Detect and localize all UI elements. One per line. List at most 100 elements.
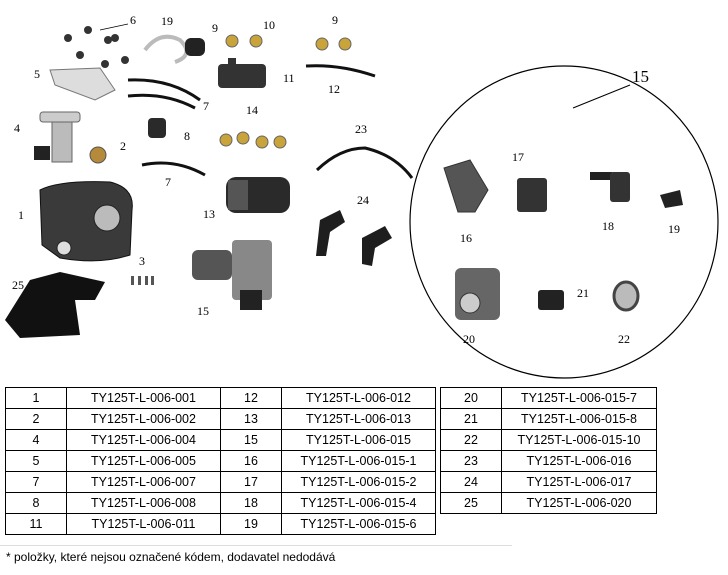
part-number: 18 xyxy=(220,492,282,514)
part-code: TY125T-L-006-015-2 xyxy=(281,471,436,493)
callout-21: 21 xyxy=(577,286,589,300)
valve-part-8 xyxy=(148,118,166,138)
part-number: 8 xyxy=(5,492,67,514)
part-code: TY125T-L-006-007 xyxy=(66,471,221,493)
callout-14: 14 xyxy=(246,103,258,117)
throttle-body-part-15 xyxy=(192,240,272,310)
part-number: 23 xyxy=(440,450,502,472)
callout-20: 20 xyxy=(463,332,475,346)
callout-7a: 7 xyxy=(203,99,209,113)
callout-13: 13 xyxy=(203,207,215,221)
callout-11: 11 xyxy=(283,71,295,85)
callout-25: 25 xyxy=(12,278,24,292)
part-number: 21 xyxy=(440,408,502,430)
filter-part-13 xyxy=(226,177,290,213)
intake-part-16 xyxy=(443,159,489,213)
part-number: 12 xyxy=(220,387,282,409)
part-code: TY125T-L-006-013 xyxy=(281,408,436,430)
callout-2: 2 xyxy=(120,139,126,153)
injector-part-18 xyxy=(590,172,630,202)
footnote: * položky, které nejsou označené kódem, … xyxy=(6,550,336,564)
callout-7b: 7 xyxy=(165,175,171,189)
callout-9a: 9 xyxy=(212,21,218,35)
callout-19a: 19 xyxy=(161,14,173,28)
part-code: TY125T-L-006-012 xyxy=(281,387,436,409)
footnote-divider xyxy=(0,545,512,546)
sensor-part-21 xyxy=(538,290,564,310)
part-code: TY125T-L-006-015 xyxy=(281,429,436,451)
connectors-part-24 xyxy=(316,210,392,266)
callout-17: 17 xyxy=(512,150,524,164)
part-number: 19 xyxy=(220,513,282,535)
part-number: 4 xyxy=(5,429,67,451)
part-code: TY125T-L-006-005 xyxy=(66,450,221,472)
throttle-part-20 xyxy=(455,268,500,320)
sensor-part-17 xyxy=(517,178,547,212)
callout-3: 3 xyxy=(139,254,145,268)
seal-part-19 xyxy=(660,190,683,208)
part-code: TY125T-L-006-017 xyxy=(501,471,657,493)
callout-16: 16 xyxy=(460,231,472,245)
clips-part-9-10 xyxy=(225,34,352,51)
callout-24: 24 xyxy=(357,193,369,207)
panel-part-25 xyxy=(5,272,105,338)
part-code: TY125T-L-006-011 xyxy=(66,513,221,535)
part-number: 1 xyxy=(5,387,67,409)
callout-15-detail: 15 xyxy=(632,67,649,86)
part-number: 2 xyxy=(5,408,67,430)
callout-15: 15 xyxy=(197,304,209,318)
fuel-cap-part-2 xyxy=(89,146,107,164)
callout-6: 6 xyxy=(130,13,136,27)
part-number: 25 xyxy=(440,492,502,514)
clips-part-14 xyxy=(219,131,287,149)
screws-part-3 xyxy=(131,276,154,285)
exploded-parts-diagram: 1 2 3 4 5 6 7 7 8 9 9 10 11 12 13 14 15 … xyxy=(5,13,719,379)
hose-part-23 xyxy=(315,146,414,179)
callout-10: 10 xyxy=(263,18,275,32)
callout-22: 22 xyxy=(618,332,630,346)
callout-23: 23 xyxy=(355,122,367,136)
part-number: 16 xyxy=(220,450,282,472)
part-number: 5 xyxy=(5,450,67,472)
part-number: 7 xyxy=(5,471,67,493)
callout-12: 12 xyxy=(328,82,340,96)
part-code: TY125T-L-006-015-4 xyxy=(281,492,436,514)
canister-part-11 xyxy=(218,58,266,88)
part-code: TY125T-L-006-008 xyxy=(66,492,221,514)
part-code: TY125T-L-006-015-1 xyxy=(281,450,436,472)
hose-part-19 xyxy=(143,34,189,64)
ring-part-22 xyxy=(612,280,640,312)
part-number: 24 xyxy=(440,471,502,493)
part-number: 20 xyxy=(440,387,502,409)
part-number: 22 xyxy=(440,429,502,451)
callout-18: 18 xyxy=(602,219,614,233)
callout-9b: 9 xyxy=(332,13,338,27)
part-code: TY125T-L-006-004 xyxy=(66,429,221,451)
fuel-pump-part-4 xyxy=(34,111,81,163)
part-code: TY125T-L-006-016 xyxy=(501,450,657,472)
part-code: TY125T-L-006-015-8 xyxy=(501,408,657,430)
bolts-part-6 xyxy=(64,26,129,68)
part-number: 17 xyxy=(220,471,282,493)
